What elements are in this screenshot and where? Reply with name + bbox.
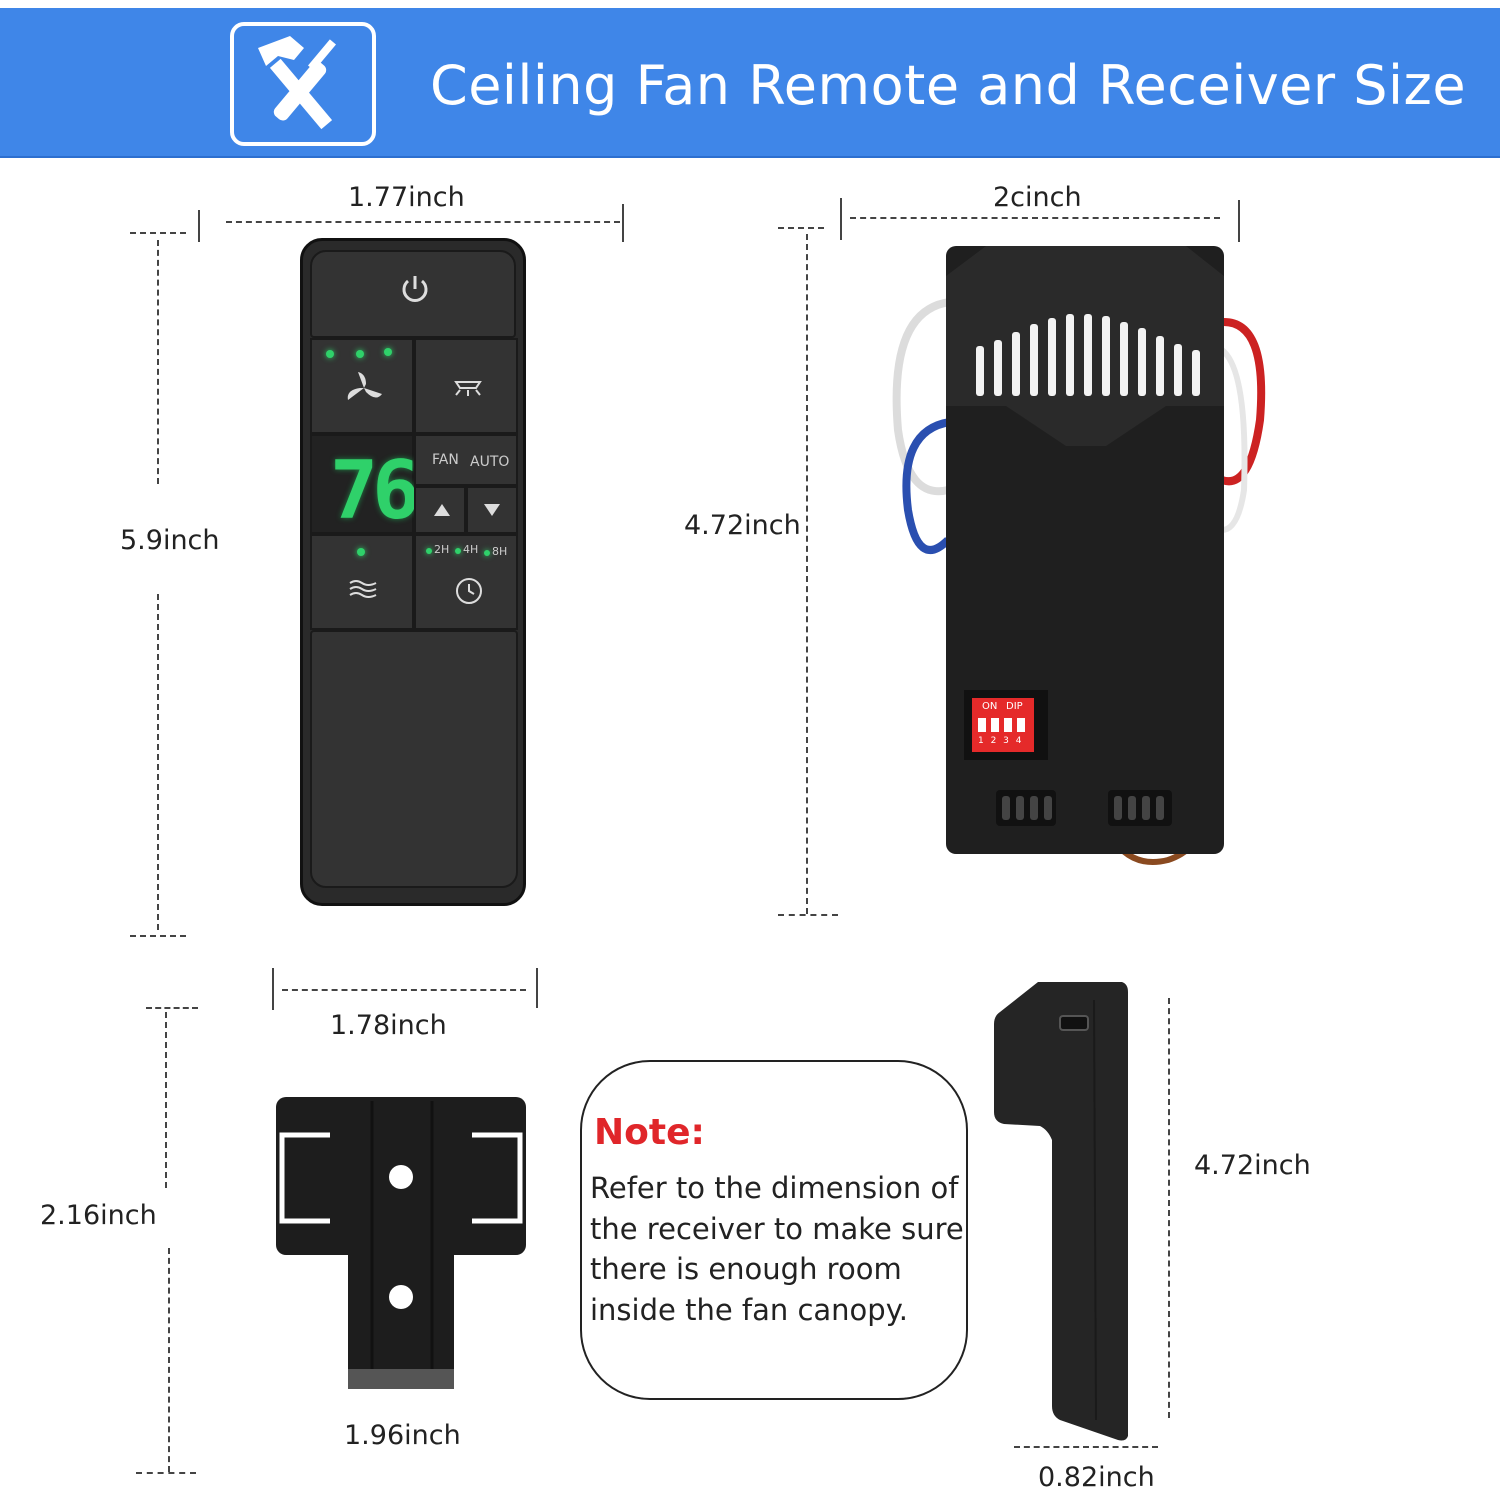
bracket-height-line bbox=[168, 1248, 170, 1472]
breeze-icon bbox=[349, 580, 377, 598]
speed-led bbox=[326, 350, 334, 358]
dimension-tick bbox=[198, 210, 200, 242]
note-line: the receiver to make sure bbox=[590, 1211, 964, 1246]
dimension-guide bbox=[778, 914, 838, 916]
arrow-up-icon bbox=[434, 504, 450, 516]
remote-height-line bbox=[157, 240, 159, 484]
note-line: there is enough room bbox=[590, 1252, 902, 1286]
temperature-readout: 76 bbox=[330, 444, 420, 537]
receiver-width-label: 2cinch bbox=[993, 182, 1082, 213]
tools-logo bbox=[230, 22, 376, 146]
dip-numbers: 1 2 3 4 bbox=[978, 736, 1024, 746]
timer-led bbox=[484, 550, 490, 556]
hammer-screwdriver-icon bbox=[258, 36, 336, 130]
note-box bbox=[580, 1060, 968, 1400]
power-button[interactable] bbox=[310, 250, 516, 338]
side-height-label: 4.72inch bbox=[1194, 1150, 1311, 1181]
receiver-terminals bbox=[996, 790, 1172, 826]
dimension-guide bbox=[130, 935, 186, 937]
dimension-guide bbox=[136, 1472, 196, 1474]
bracket-height-label: 2.16inch bbox=[40, 1200, 157, 1231]
fan-label: FAN bbox=[432, 452, 459, 468]
power-icon bbox=[402, 276, 428, 302]
clock-icon bbox=[456, 578, 482, 604]
dimension-guide bbox=[130, 232, 186, 234]
receiver-height-label: 4.72inch bbox=[684, 510, 801, 541]
dimension-tick bbox=[272, 968, 274, 1010]
timer-led bbox=[455, 548, 461, 554]
breeze-led bbox=[357, 548, 365, 556]
dimension-tick bbox=[536, 968, 538, 1008]
bracket-width-line bbox=[282, 989, 526, 991]
bracket-bottom-width-label: 1.96inch bbox=[344, 1420, 461, 1451]
side-depth-label: 0.82inch bbox=[1038, 1462, 1155, 1493]
receiver-width-line bbox=[850, 217, 1220, 219]
auto-label: AUTO bbox=[470, 454, 510, 470]
remote-height-label: 5.9inch bbox=[120, 525, 220, 556]
note-title: Note: bbox=[594, 1112, 705, 1153]
temperature-display bbox=[310, 434, 414, 534]
timer-button[interactable] bbox=[414, 534, 518, 630]
receiver-height-line bbox=[806, 234, 808, 914]
bracket-top-width-label: 1.78inch bbox=[330, 1010, 447, 1041]
dimension-tick bbox=[840, 198, 842, 240]
timer-led bbox=[426, 548, 432, 554]
timer-8h-label: 8H bbox=[492, 545, 508, 558]
header-banner: Ceiling Fan Remote and Receiver Size bbox=[0, 8, 1500, 158]
timer-2h-label: 2H bbox=[434, 543, 450, 556]
remote-battery-section bbox=[310, 630, 518, 888]
light-button[interactable] bbox=[414, 338, 518, 434]
fan-icon bbox=[347, 372, 382, 400]
remote-width-label: 1.77inch bbox=[348, 182, 465, 213]
bracket-details bbox=[279, 1101, 523, 1389]
page-title: Ceiling Fan Remote and Receiver Size bbox=[430, 54, 1467, 117]
fan-auto-button[interactable] bbox=[414, 434, 518, 486]
light-icon bbox=[454, 381, 482, 396]
receiver-top-cap bbox=[946, 246, 1224, 446]
dimension-tick bbox=[1238, 200, 1240, 242]
remote-width-line bbox=[226, 221, 620, 223]
side-depth-line bbox=[1014, 1446, 1158, 1448]
dip-switch-levers bbox=[978, 718, 1025, 732]
timer-4h-label: 4H bbox=[463, 543, 479, 556]
note-line: Refer to the dimension of bbox=[590, 1171, 959, 1205]
remote-height-line bbox=[157, 594, 159, 930]
note-body: Refer to the dimension of the receiver t… bbox=[590, 1168, 970, 1330]
receiver-side-view bbox=[994, 982, 1128, 1441]
speed-led bbox=[356, 350, 364, 358]
dip-label: DIP bbox=[1006, 701, 1023, 712]
arrow-down-icon bbox=[484, 504, 500, 516]
side-height-line bbox=[1168, 998, 1170, 1418]
dimension-guide bbox=[778, 227, 824, 229]
bracket-height-line bbox=[165, 1012, 167, 1188]
dimension-tick bbox=[622, 204, 624, 242]
dimension-guide bbox=[146, 1007, 198, 1009]
dip-on-label: ON bbox=[982, 701, 998, 712]
note-line: inside the fan canopy. bbox=[590, 1292, 908, 1327]
speed-led bbox=[384, 348, 392, 356]
mounting-bracket-stem bbox=[348, 1250, 454, 1388]
